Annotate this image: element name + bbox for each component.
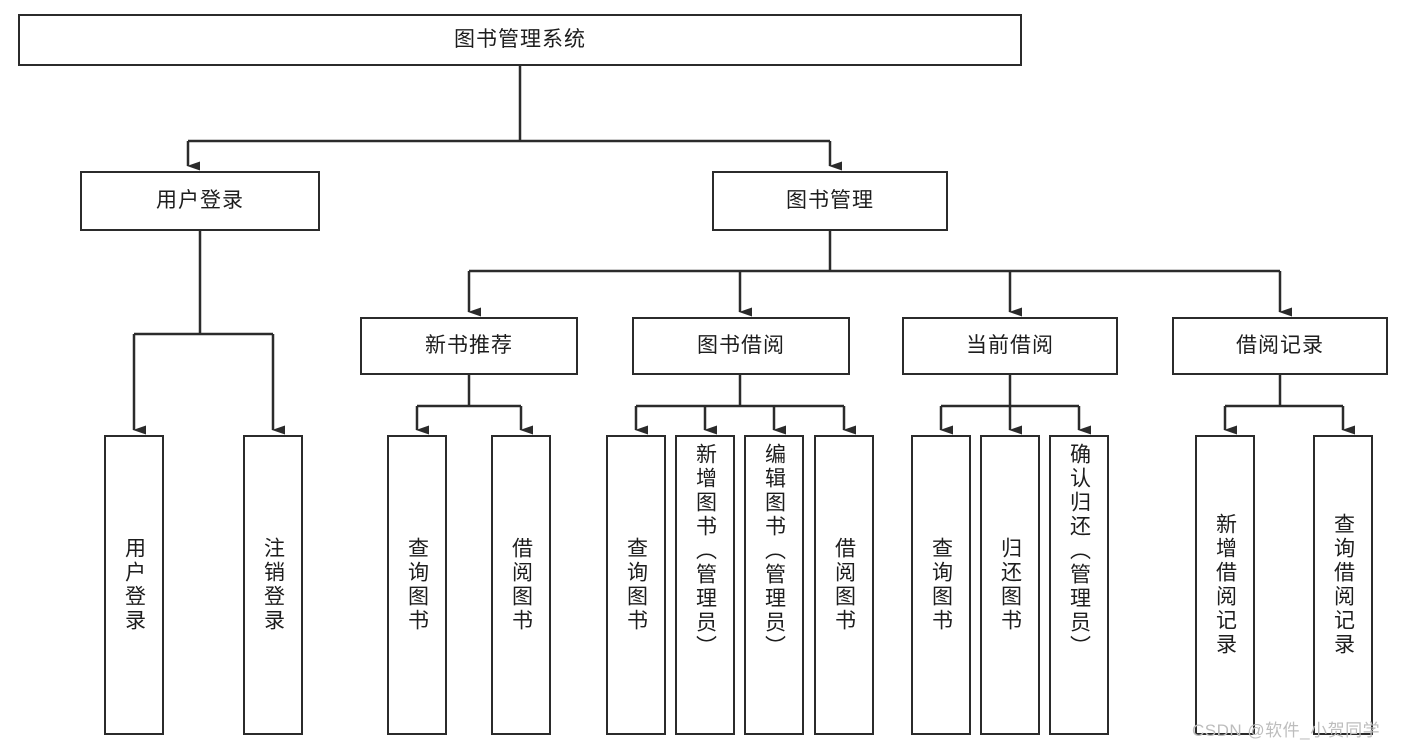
node-label: 确认归还（管理员）	[1067, 443, 1091, 659]
node-book-management[interactable]: 图书管理	[712, 171, 948, 231]
node-label: 用户登录	[156, 188, 244, 212]
node-label: 查询图书	[624, 537, 648, 633]
node-new-book-recommend[interactable]: 新书推荐	[360, 317, 578, 375]
leaf-recommend-borrow-book[interactable]: 借阅图书	[491, 435, 551, 735]
node-label: 新增借阅记录	[1213, 513, 1237, 657]
leaf-current-query-book[interactable]: 查询图书	[911, 435, 971, 735]
leaf-borrow-add-book-admin[interactable]: 新增图书（管理员）	[675, 435, 735, 735]
node-user-login[interactable]: 用户登录	[80, 171, 320, 231]
node-label: 查询图书	[929, 537, 953, 633]
leaf-record-query-borrow-record[interactable]: 查询借阅记录	[1313, 435, 1373, 735]
node-label: 借阅记录	[1236, 333, 1324, 357]
node-label: 当前借阅	[966, 333, 1054, 357]
node-label: 查询图书	[405, 537, 429, 633]
leaf-user-logout[interactable]: 注销登录	[243, 435, 303, 735]
node-label: 查询借阅记录	[1331, 513, 1355, 657]
node-borrow-record[interactable]: 借阅记录	[1172, 317, 1388, 375]
node-root-book-management-system[interactable]: 图书管理系统	[18, 14, 1022, 66]
node-label: 图书管理系统	[454, 27, 586, 51]
node-book-borrow[interactable]: 图书借阅	[632, 317, 850, 375]
leaf-borrow-query-book[interactable]: 查询图书	[606, 435, 666, 735]
node-label: 注销登录	[261, 537, 285, 633]
node-label: 归还图书	[998, 537, 1022, 633]
node-label: 用户登录	[122, 537, 146, 633]
node-label: 借阅图书	[509, 537, 533, 633]
node-label: 编辑图书（管理员）	[762, 443, 786, 659]
node-label: 图书借阅	[697, 333, 785, 357]
node-label: 新增图书（管理员）	[693, 443, 717, 659]
leaf-borrow-edit-book-admin[interactable]: 编辑图书（管理员）	[744, 435, 804, 735]
node-label: 图书管理	[786, 188, 874, 212]
node-current-borrow[interactable]: 当前借阅	[902, 317, 1118, 375]
leaf-recommend-query-book[interactable]: 查询图书	[387, 435, 447, 735]
leaf-borrow-borrow-book[interactable]: 借阅图书	[814, 435, 874, 735]
leaf-current-confirm-return-admin[interactable]: 确认归还（管理员）	[1049, 435, 1109, 735]
leaf-record-add-borrow-record[interactable]: 新增借阅记录	[1195, 435, 1255, 735]
node-label: 新书推荐	[425, 333, 513, 357]
watermark-text: CSDN @软件_小贺同学	[1192, 721, 1381, 740]
leaf-current-return-book[interactable]: 归还图书	[980, 435, 1040, 735]
leaf-user-login[interactable]: 用户登录	[104, 435, 164, 735]
node-label: 借阅图书	[832, 537, 856, 633]
